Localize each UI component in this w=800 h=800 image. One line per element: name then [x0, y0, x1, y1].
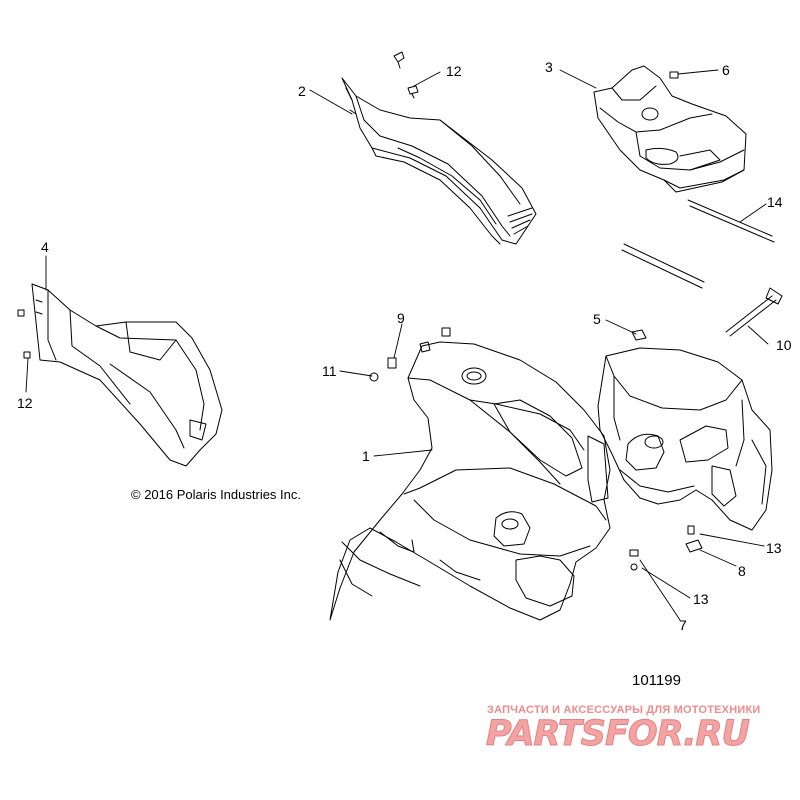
callout-1: 1	[362, 448, 370, 464]
watermark-tagline: ЗАПЧАСТИ И АКСЕССУАРЫ ДЛЯ МОТОТЕХНИКИ	[487, 704, 761, 716]
callout-6: 6	[722, 62, 730, 78]
callout-10: 10	[776, 337, 792, 353]
callout-5: 5	[593, 311, 601, 327]
callout-8: 8	[738, 563, 746, 579]
callout-3: 3	[545, 59, 553, 75]
part-1-right-fender	[597, 347, 773, 531]
callout-4: 4	[41, 239, 49, 255]
part-1-front-fender	[329, 341, 611, 621]
diagram-number: 101199	[632, 672, 681, 689]
part-10-bolt	[725, 287, 783, 337]
callout-12: 12	[446, 63, 462, 79]
callout-9: 9	[397, 310, 405, 326]
fasteners	[17, 51, 703, 571]
callout-7: 7	[679, 617, 687, 633]
callout-11: 11	[322, 363, 337, 379]
part-3-storage-box	[593, 65, 747, 193]
leader-lines	[25, 69, 769, 621]
watermark-logo: PARTSFOR.RU	[486, 714, 751, 755]
copyright-notice: © 2016 Polaris Industries Inc.	[131, 487, 301, 502]
part-2-side-panel	[341, 77, 537, 245]
callout-2: 2	[298, 83, 306, 99]
part-4-side-panel	[31, 283, 223, 467]
callout-13: 13	[766, 540, 782, 556]
callout-13: 13	[693, 591, 709, 607]
part-14-rods	[621, 199, 775, 289]
callout-14: 14	[767, 194, 783, 210]
callout-12: 12	[17, 395, 33, 411]
